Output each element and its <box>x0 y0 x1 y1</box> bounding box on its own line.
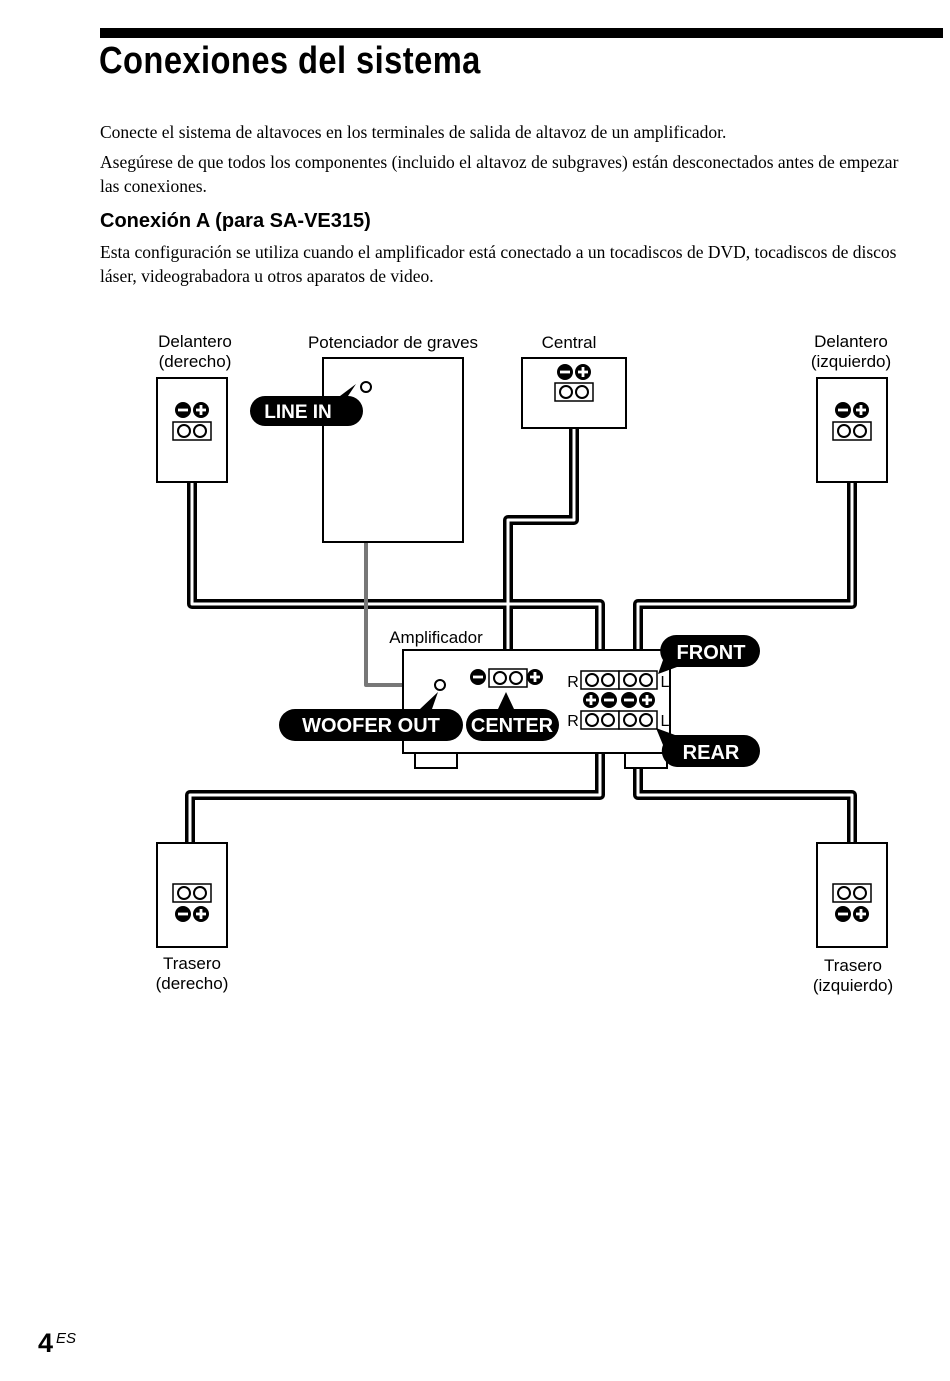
svg-text:FRONT: FRONT <box>677 642 746 664</box>
svg-text:LINE IN: LINE IN <box>264 402 332 423</box>
section-heading: Conexión A (para SA-VE315) <box>100 210 371 232</box>
center-speaker: Central <box>521 333 627 429</box>
woofer-out-tag: WOOFER OUT <box>279 692 463 741</box>
amp-rear-r-label: R <box>567 713 579 730</box>
svg-text:CENTER: CENTER <box>471 715 554 737</box>
svg-text:WOOFER OUT: WOOFER OUT <box>302 715 440 737</box>
intro-paragraph-2: Asegúrese de que todos los componentes (… <box>100 152 899 196</box>
amp-rear-l-label: L <box>661 713 670 730</box>
page-number: 4 <box>38 1328 54 1358</box>
rear-right-label-2: (derecho) <box>156 974 229 993</box>
page-language-suffix: ES <box>56 1330 77 1347</box>
amp-front-l-label: L <box>661 674 670 691</box>
rear-tag: REAR <box>656 728 760 767</box>
rear-right-speaker: Trasero (derecho) <box>156 842 229 993</box>
svg-text:REAR: REAR <box>683 742 740 764</box>
amp-front-r-label: R <box>567 674 579 691</box>
front-tag: FRONT <box>658 634 760 674</box>
line-in-tag: LINE IN <box>250 384 363 426</box>
front-right-label-1: Delantero <box>158 332 232 351</box>
page-title: Conexiones del sistema <box>99 40 481 82</box>
intro-paragraph-1: Conecte el sistema de altavoces en los t… <box>100 122 727 142</box>
rear-right-label-1: Trasero <box>163 954 221 973</box>
rear-left-speaker: Trasero (izquierdo) <box>813 842 893 995</box>
rear-left-label-2: (izquierdo) <box>813 976 893 995</box>
amplifier-label: Amplificador <box>389 628 483 647</box>
rear-left-label-1: Trasero <box>824 956 882 975</box>
center-label: Central <box>542 333 597 352</box>
section-paragraph: Esta configuración se utiliza cuando el … <box>100 242 897 286</box>
front-right-speaker: Delantero (derecho) <box>156 332 232 483</box>
front-left-label-2: (izquierdo) <box>811 352 891 371</box>
subwoofer-label: Potenciador de graves <box>308 333 478 352</box>
front-left-label-1: Delantero <box>814 332 888 351</box>
front-left-speaker: Delantero (izquierdo) <box>811 332 891 483</box>
center-tag: CENTER <box>466 692 559 741</box>
header-rule <box>100 28 943 38</box>
front-right-label-2: (derecho) <box>159 352 232 371</box>
subwoofer: Potenciador de graves <box>308 333 478 543</box>
amplifier: Amplificador R L R L <box>389 628 671 769</box>
